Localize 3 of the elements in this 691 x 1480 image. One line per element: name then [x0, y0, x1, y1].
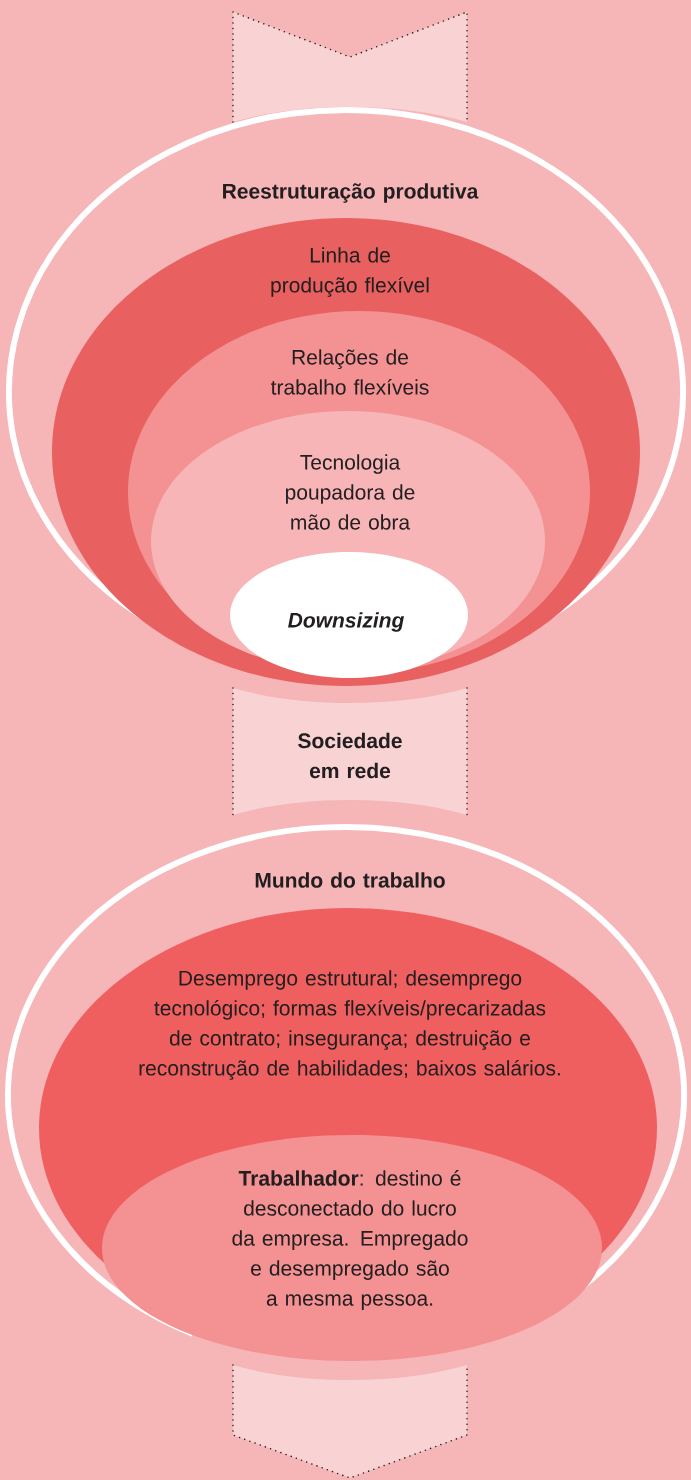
arrow-tail-shape	[232, 10, 468, 123]
arrow-head-shape	[232, 1364, 468, 1479]
band: Sociedade em rede	[232, 687, 468, 816]
